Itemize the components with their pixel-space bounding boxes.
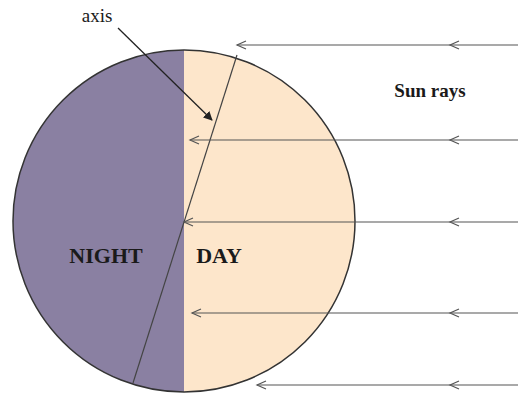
earth-axis [133, 55, 237, 383]
sun-rays-label: Sun rays [394, 81, 465, 102]
ray-arrowhead [450, 136, 459, 144]
sun-ray [184, 221, 518, 222]
ray-arrowhead [450, 41, 459, 49]
ray-arrowhead [450, 309, 459, 317]
night-half [0, 40, 184, 397]
ray-arrowhead [450, 381, 459, 389]
day-label: DAY [196, 244, 242, 268]
sun-ray [237, 44, 518, 45]
earth-outline [13, 50, 355, 392]
ray-arrowhead [450, 218, 459, 226]
sun-ray [190, 139, 518, 140]
sun-ray [192, 312, 518, 313]
ray-arrowhead [184, 218, 193, 226]
ray-arrowhead [237, 41, 246, 49]
sun-rays [184, 41, 518, 389]
ray-arrowhead [257, 381, 266, 389]
ray-arrowhead [190, 136, 199, 144]
sun-ray [257, 384, 518, 385]
axis-label: axis [82, 6, 113, 27]
leader-line [118, 28, 212, 120]
day-half [184, 40, 384, 397]
ray-arrowhead [192, 309, 201, 317]
night-label: NIGHT [69, 244, 142, 268]
